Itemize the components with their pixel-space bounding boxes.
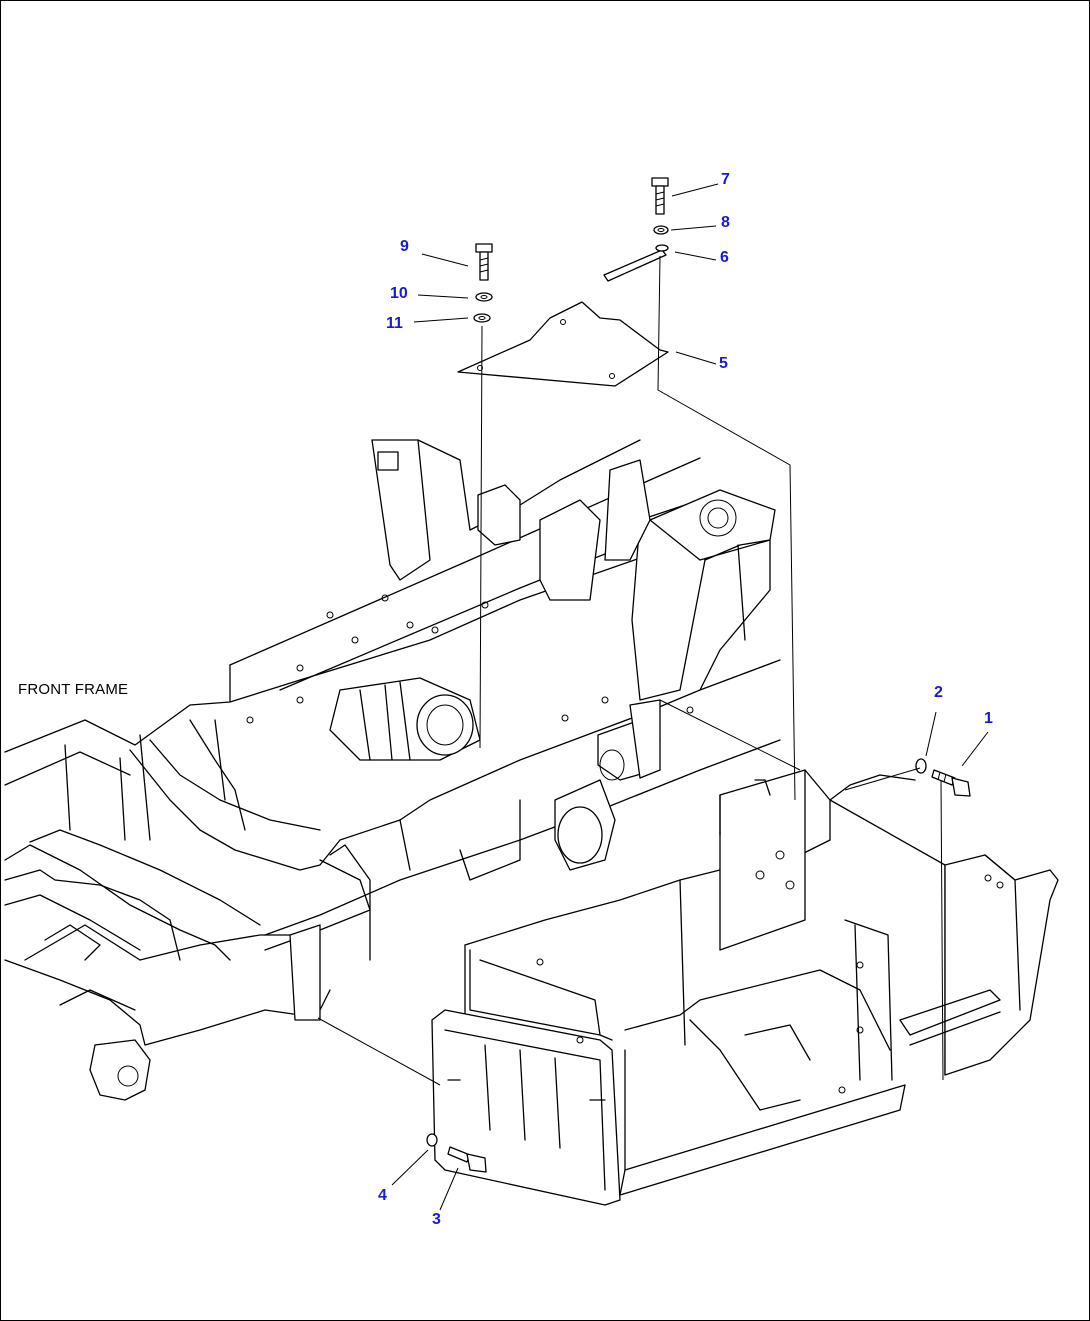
callout-2: 2 xyxy=(934,684,943,701)
bolt-part-3 xyxy=(447,1146,487,1173)
washer-part-4 xyxy=(426,1133,438,1147)
callout-6: 6 xyxy=(720,249,729,266)
bolt-part-7 xyxy=(651,177,669,215)
assembly-lines xyxy=(317,255,944,1086)
washer-part-6-seat xyxy=(655,244,669,252)
rear-frame-assembly xyxy=(431,769,1059,1206)
cover-plate-part-5 xyxy=(457,301,669,387)
bolt-part-9 xyxy=(475,243,493,281)
callout-4: 4 xyxy=(378,1187,387,1204)
callout-1: 1 xyxy=(984,710,993,727)
callout-9: 9 xyxy=(400,238,409,255)
washer-part-8 xyxy=(653,225,669,235)
front-frame-label: FRONT FRAME xyxy=(18,681,129,698)
callout-7: 7 xyxy=(721,171,730,188)
washer-part-10 xyxy=(475,292,493,302)
leader-lines xyxy=(391,183,989,1211)
bolt-part-1 xyxy=(931,769,971,797)
callout-11: 11 xyxy=(386,315,403,332)
callout-10: 10 xyxy=(390,285,408,302)
front-frame-assembly xyxy=(4,439,781,1101)
callout-5: 5 xyxy=(719,355,728,372)
callout-8: 8 xyxy=(721,214,730,231)
rod-part-6 xyxy=(603,249,667,282)
washer-part-2 xyxy=(915,758,927,774)
callout-3: 3 xyxy=(432,1211,441,1228)
washer-part-11 xyxy=(473,313,491,323)
